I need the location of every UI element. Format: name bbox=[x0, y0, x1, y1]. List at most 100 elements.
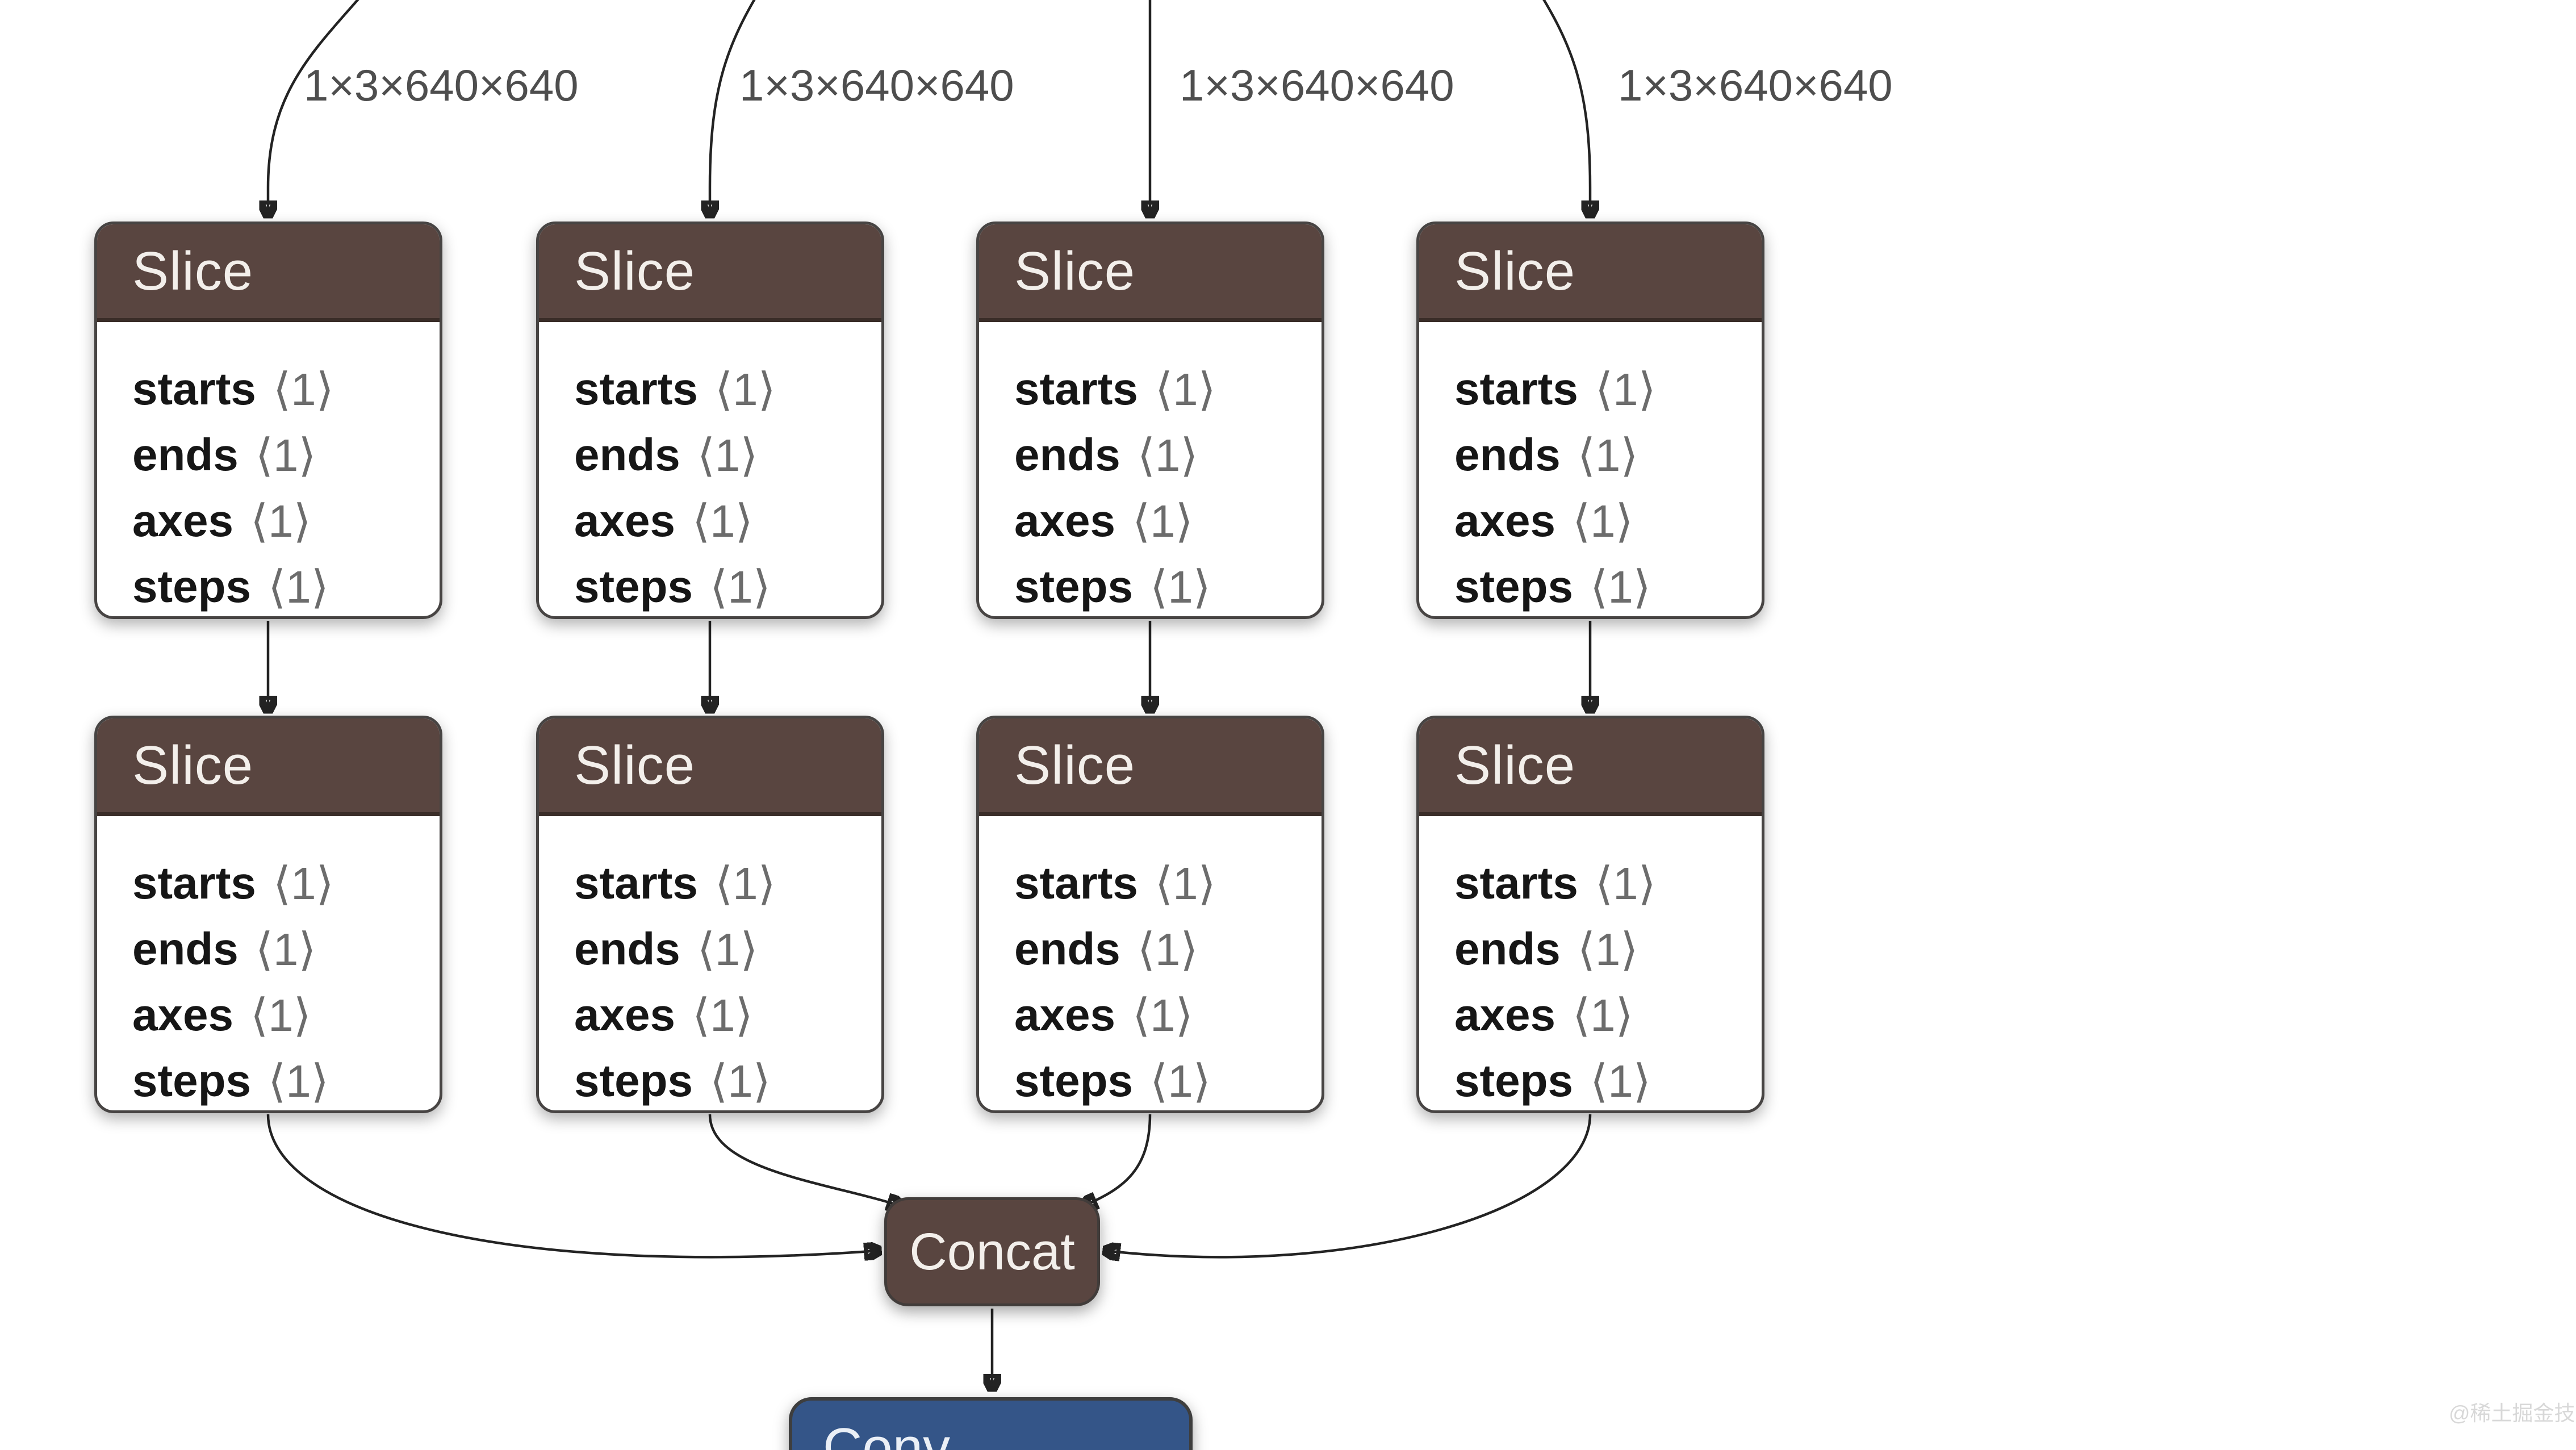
attr-value: ⟨1⟩ bbox=[1137, 429, 1198, 480]
attr-row: starts ⟨1⟩ bbox=[574, 850, 881, 916]
attr-name: starts bbox=[1014, 363, 1138, 414]
attr-value: ⟨1⟩ bbox=[1595, 858, 1656, 909]
slice-node-r2c4[interactable]: Slice starts⟨1⟩ ends⟨1⟩ axes⟨1⟩ steps⟨1⟩ bbox=[1416, 716, 1764, 1113]
attr-name: starts bbox=[1454, 363, 1578, 414]
node-title: Slice bbox=[1014, 734, 1136, 796]
attr-value: ⟨1⟩ bbox=[1155, 363, 1216, 415]
attr-value: ⟨1⟩ bbox=[250, 495, 311, 546]
node-attribute-list: starts ⟨1⟩ ends⟨1⟩ axes ⟨1⟩ steps ⟨1⟩ bbox=[979, 322, 1322, 616]
slice-node-r1c2[interactable]: Slice starts⟨1⟩ ends⟨1⟩ axes⟨1⟩ steps⟨1⟩ bbox=[536, 222, 884, 619]
attr-row: steps⟨1⟩ bbox=[1454, 1048, 1762, 1110]
attr-value: ⟨1⟩ bbox=[255, 429, 316, 480]
attr-row: ends⟨1⟩ bbox=[1014, 422, 1322, 488]
attr-name: starts bbox=[574, 363, 698, 414]
node-title: Slice bbox=[574, 240, 696, 302]
attr-row: steps ⟨1⟩ bbox=[574, 554, 881, 616]
attr-value: ⟨1⟩ bbox=[1577, 924, 1638, 975]
attr-row: steps ⟨1⟩ bbox=[1014, 554, 1322, 616]
attr-row: ends⟨1⟩ bbox=[132, 916, 440, 982]
node-title: Slice bbox=[1014, 240, 1136, 302]
slice-node-r2c3[interactable]: Slice starts⟨1⟩ ends⟨1⟩ axes⟨1⟩ steps⟨1⟩ bbox=[976, 716, 1324, 1113]
node-attribute-list: starts⟨1⟩ ends⟨1⟩ axes⟨1⟩ steps⟨1⟩ bbox=[97, 816, 440, 1110]
attr-name: ends bbox=[1014, 924, 1120, 974]
attr-value: ⟨1⟩ bbox=[1590, 1055, 1651, 1106]
attr-row: axes⟨1⟩ bbox=[1454, 982, 1762, 1048]
attr-name: axes bbox=[132, 495, 233, 546]
slice-node-r1c1[interactable]: Slice starts ⟨1⟩ ends⟨1⟩ axes ⟨1⟩ steps⟨1⟩ bbox=[94, 222, 442, 619]
attr-row: ends ⟨1⟩ bbox=[1014, 916, 1322, 982]
attr-row: axes ⟨1⟩ bbox=[1014, 982, 1322, 1048]
node-attribute-list: starts⟨1⟩ ends⟨1⟩ axes⟨1⟩ steps⟨1⟩ bbox=[539, 322, 881, 616]
concat-node[interactable]: Concat bbox=[884, 1197, 1100, 1306]
attr-row: axes ⟨1⟩ bbox=[132, 488, 440, 554]
attr-row: starts⟨1⟩ bbox=[1454, 850, 1762, 916]
attr-row: steps⟨1⟩ bbox=[132, 554, 440, 616]
node-header: Slice bbox=[97, 718, 440, 816]
attr-value: ⟨1⟩ bbox=[1572, 495, 1633, 546]
attr-value: ⟨1⟩ bbox=[273, 858, 334, 909]
attr-name: steps bbox=[1014, 561, 1133, 612]
attr-name: axes bbox=[1454, 495, 1555, 546]
attr-name: ends bbox=[132, 924, 239, 974]
node-title: Concat bbox=[909, 1222, 1075, 1281]
attr-value: ⟨1⟩ bbox=[1149, 561, 1211, 612]
attr-row: axes⟨1⟩ bbox=[132, 982, 440, 1048]
attr-name: steps bbox=[574, 1055, 693, 1106]
attr-value: ⟨1⟩ bbox=[692, 495, 753, 546]
attr-row: starts⟨1⟩ bbox=[1014, 850, 1322, 916]
attr-row: axes ⟨1⟩ bbox=[1454, 488, 1762, 554]
conv-node[interactable]: Conv bbox=[789, 1397, 1193, 1450]
attr-row: ends⟨1⟩ bbox=[1454, 916, 1762, 982]
node-header: Slice bbox=[539, 718, 881, 816]
attr-row: axes ⟨1⟩ bbox=[574, 488, 881, 554]
attr-name: axes bbox=[1014, 495, 1115, 546]
attr-value: ⟨1⟩ bbox=[692, 989, 753, 1041]
attr-name: axes bbox=[574, 495, 675, 546]
attr-row: steps⟨1⟩ bbox=[132, 1048, 440, 1110]
node-title: Conv bbox=[823, 1417, 951, 1450]
attr-row: steps⟨1⟩ bbox=[1454, 554, 1762, 616]
attr-value: ⟨1⟩ bbox=[714, 858, 776, 909]
attr-row: axes⟨1⟩ bbox=[574, 982, 881, 1048]
attr-row: starts⟨1⟩ bbox=[574, 356, 881, 422]
node-attribute-list: starts ⟨1⟩ ends⟨1⟩ axes⟨1⟩ steps ⟨1⟩ bbox=[539, 816, 881, 1110]
node-header: Slice bbox=[1419, 224, 1762, 322]
attr-value: ⟨1⟩ bbox=[697, 429, 758, 480]
node-title: Slice bbox=[1454, 240, 1576, 302]
watermark: @稀土掘金技术社区 bbox=[2449, 1402, 2576, 1425]
attr-name: starts bbox=[574, 858, 698, 908]
attr-value: ⟨1⟩ bbox=[1572, 989, 1633, 1041]
slice-node-r2c2[interactable]: Slice starts ⟨1⟩ ends⟨1⟩ axes⟨1⟩ steps ⟨1⟩ bbox=[536, 716, 884, 1113]
attr-row: starts⟨1⟩ bbox=[132, 850, 440, 916]
slice-node-r1c4[interactable]: Slice starts⟨1⟩ ends⟨1⟩ axes⟨1⟩ steps⟨1⟩ bbox=[1416, 222, 1764, 619]
attr-name: steps bbox=[574, 561, 693, 612]
attr-value: ⟨1⟩ bbox=[267, 561, 329, 612]
attr-value: ⟨1⟩ bbox=[697, 924, 758, 975]
edge-input-slice2 bbox=[710, 0, 756, 216]
attr-value: ⟨1⟩ bbox=[1590, 561, 1651, 612]
edge-shape-label: 1×3×640×640 bbox=[304, 60, 579, 110]
attr-row: ends⟨1⟩ bbox=[574, 916, 881, 982]
attr-name: axes bbox=[132, 989, 233, 1040]
attr-value: ⟨1⟩ bbox=[709, 561, 771, 612]
edge-shape-label: 1×3×640×640 bbox=[739, 60, 1014, 110]
edge-input-slice1 bbox=[268, 0, 359, 216]
attr-value: ⟨1⟩ bbox=[709, 1055, 771, 1106]
node-title: Slice bbox=[132, 734, 254, 796]
attr-value: ⟨1⟩ bbox=[1595, 363, 1656, 415]
node-header: Slice bbox=[979, 718, 1322, 816]
node-header: Slice bbox=[979, 224, 1322, 322]
edge-shape-label: 1×3×640×640 bbox=[1180, 60, 1454, 110]
slice-node-r2c1[interactable]: Slice starts⟨1⟩ ends⟨1⟩ axes⟨1⟩ steps⟨1⟩ bbox=[94, 716, 442, 1113]
node-title: Slice bbox=[132, 240, 254, 302]
slice-node-r1c3[interactable]: Slice starts ⟨1⟩ ends⟨1⟩ axes ⟨1⟩ steps ⟨1⟩ bbox=[976, 222, 1324, 619]
attr-name: ends bbox=[1454, 429, 1561, 480]
attr-row: starts ⟨1⟩ bbox=[1014, 356, 1322, 422]
attr-row: ends⟨1⟩ bbox=[132, 422, 440, 488]
attr-value: ⟨1⟩ bbox=[1132, 989, 1193, 1041]
attr-value: ⟨1⟩ bbox=[1137, 924, 1198, 975]
attr-name: starts bbox=[132, 363, 256, 414]
attr-name: starts bbox=[1014, 858, 1138, 908]
attr-name: axes bbox=[1014, 989, 1115, 1040]
